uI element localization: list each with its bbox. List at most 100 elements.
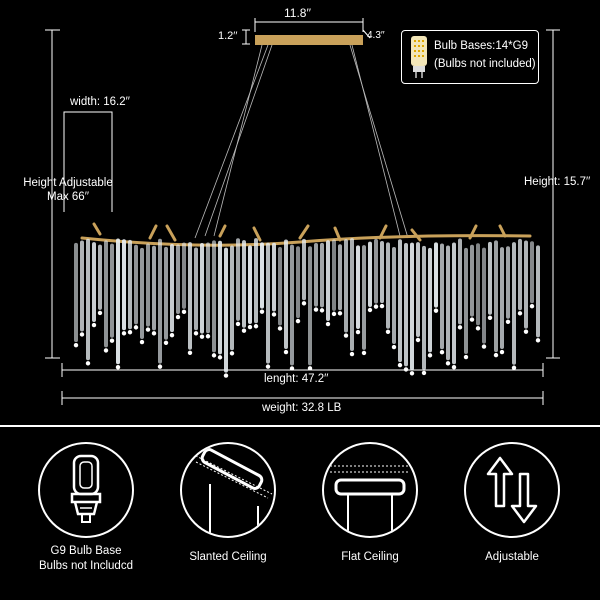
crystal-strand bbox=[530, 241, 534, 304]
crystal-drop bbox=[289, 366, 295, 371]
crystal-drop bbox=[145, 327, 151, 332]
crystal-drop bbox=[193, 331, 199, 336]
feature-adjustable: Adjustable bbox=[444, 440, 584, 590]
crystal-drop bbox=[229, 351, 235, 356]
crystal-drop bbox=[109, 338, 115, 343]
height-label: Height: 15.7′′ bbox=[524, 176, 591, 188]
crystal-drop bbox=[133, 325, 139, 330]
crystal-drop bbox=[409, 371, 415, 376]
feature-slanted-ceiling: Slanted Ceiling bbox=[160, 440, 300, 590]
canopy bbox=[255, 35, 363, 45]
feature-caption: G9 Bulb Base Bulbs not Includcd bbox=[18, 544, 154, 574]
crystal-drop bbox=[415, 337, 421, 343]
crystal-strand bbox=[80, 240, 84, 332]
bulbs-not-included-label: (Bulbs not included) bbox=[434, 58, 536, 70]
width-label: width: 16.2′′ bbox=[70, 96, 130, 108]
crystal-drop bbox=[535, 338, 541, 343]
crystal-drop bbox=[391, 344, 397, 350]
feature-circle bbox=[38, 442, 134, 538]
slanted-ceiling-icon bbox=[191, 448, 273, 536]
crystal-strand bbox=[428, 247, 432, 353]
section-divider bbox=[0, 425, 600, 427]
crystal-drop bbox=[115, 365, 121, 370]
g9-bulb-icon bbox=[70, 454, 102, 523]
crystal-drop bbox=[97, 310, 103, 316]
crystal-drop bbox=[331, 311, 337, 317]
crystal-strand bbox=[116, 238, 120, 365]
crystal-drop bbox=[427, 353, 433, 358]
crystal-drop bbox=[517, 311, 523, 316]
crystal-strand bbox=[332, 239, 336, 311]
canopy-width-label: 4.3′′ bbox=[367, 30, 385, 41]
crystal-drop bbox=[337, 311, 343, 316]
crystal-strand bbox=[314, 242, 318, 307]
crystal-strand bbox=[446, 245, 450, 361]
crystal-drop bbox=[487, 315, 493, 320]
crystal-drop bbox=[259, 309, 265, 314]
crystal-strand bbox=[404, 242, 408, 367]
crystal-strand bbox=[392, 247, 396, 345]
crystal-strand bbox=[356, 245, 360, 330]
crystal-strand bbox=[182, 242, 186, 309]
crystal-drop bbox=[301, 301, 307, 306]
crystal-drop bbox=[187, 350, 193, 355]
crystal-strand bbox=[452, 242, 456, 365]
crystal-strand bbox=[278, 246, 282, 326]
crystal-drop bbox=[319, 308, 325, 313]
crystal-drop bbox=[349, 351, 355, 357]
crystal-drop bbox=[277, 326, 283, 331]
crystal-drop bbox=[205, 334, 211, 339]
feature-flat-label: Flat Ceiling bbox=[341, 551, 399, 563]
crystal-strands bbox=[73, 238, 541, 378]
crystal-strand bbox=[74, 242, 78, 343]
crystal-strand bbox=[458, 238, 462, 325]
height-adjustable-line1: Height Adjustable bbox=[23, 177, 113, 189]
crystal-strand bbox=[146, 243, 150, 327]
crystal-drop bbox=[247, 324, 253, 330]
feature-circle bbox=[464, 442, 560, 538]
crystal-drop bbox=[421, 370, 427, 376]
crystal-strand bbox=[380, 241, 384, 304]
crystal-strand bbox=[170, 244, 174, 333]
feature-circle bbox=[180, 442, 276, 538]
crystal-drop bbox=[373, 304, 379, 309]
canopy-width-dimension bbox=[362, 29, 371, 39]
crystal-strand bbox=[134, 244, 138, 325]
crystal-drop bbox=[433, 308, 439, 313]
crystal-drop bbox=[175, 314, 181, 320]
crystal-strand bbox=[350, 238, 354, 352]
crystal-strand bbox=[164, 246, 168, 340]
overall-height-dimension bbox=[45, 29, 60, 359]
crystal-strand bbox=[194, 247, 198, 331]
crystal-strand bbox=[512, 242, 516, 365]
crystal-drop bbox=[457, 325, 463, 330]
crystal-drop bbox=[235, 321, 241, 327]
bulb-bases-label: Bulb Bases:14*G9 bbox=[434, 40, 528, 52]
crystal-strand bbox=[464, 247, 468, 355]
crystal-drop bbox=[157, 364, 163, 369]
crystal-drop bbox=[385, 329, 391, 334]
crystal-strand bbox=[440, 243, 444, 350]
crystal-strand bbox=[188, 242, 192, 350]
adjustable-icon bbox=[486, 456, 538, 524]
chandelier-illustration bbox=[45, 18, 560, 405]
crystal-strand bbox=[518, 238, 522, 311]
crystal-strand bbox=[500, 247, 504, 350]
crystal-drop bbox=[139, 339, 145, 345]
crystal-drop bbox=[397, 362, 403, 368]
crystal-drop bbox=[103, 348, 109, 353]
crystal-drop bbox=[313, 307, 319, 312]
crystal-drop bbox=[499, 349, 505, 355]
crystal-drop bbox=[265, 364, 271, 369]
canopy-length-dimension bbox=[254, 18, 364, 32]
crystal-drop bbox=[439, 350, 445, 355]
crystal-drop bbox=[127, 330, 133, 335]
crystal-strand bbox=[248, 245, 252, 325]
crystal-strand bbox=[110, 243, 114, 338]
crystal-strand bbox=[122, 239, 126, 331]
crystal-drop bbox=[223, 373, 229, 378]
crystal-strand bbox=[104, 240, 108, 348]
crystal-drop bbox=[511, 365, 517, 370]
crystal-strand bbox=[272, 242, 276, 312]
crystal-drop bbox=[325, 321, 331, 327]
